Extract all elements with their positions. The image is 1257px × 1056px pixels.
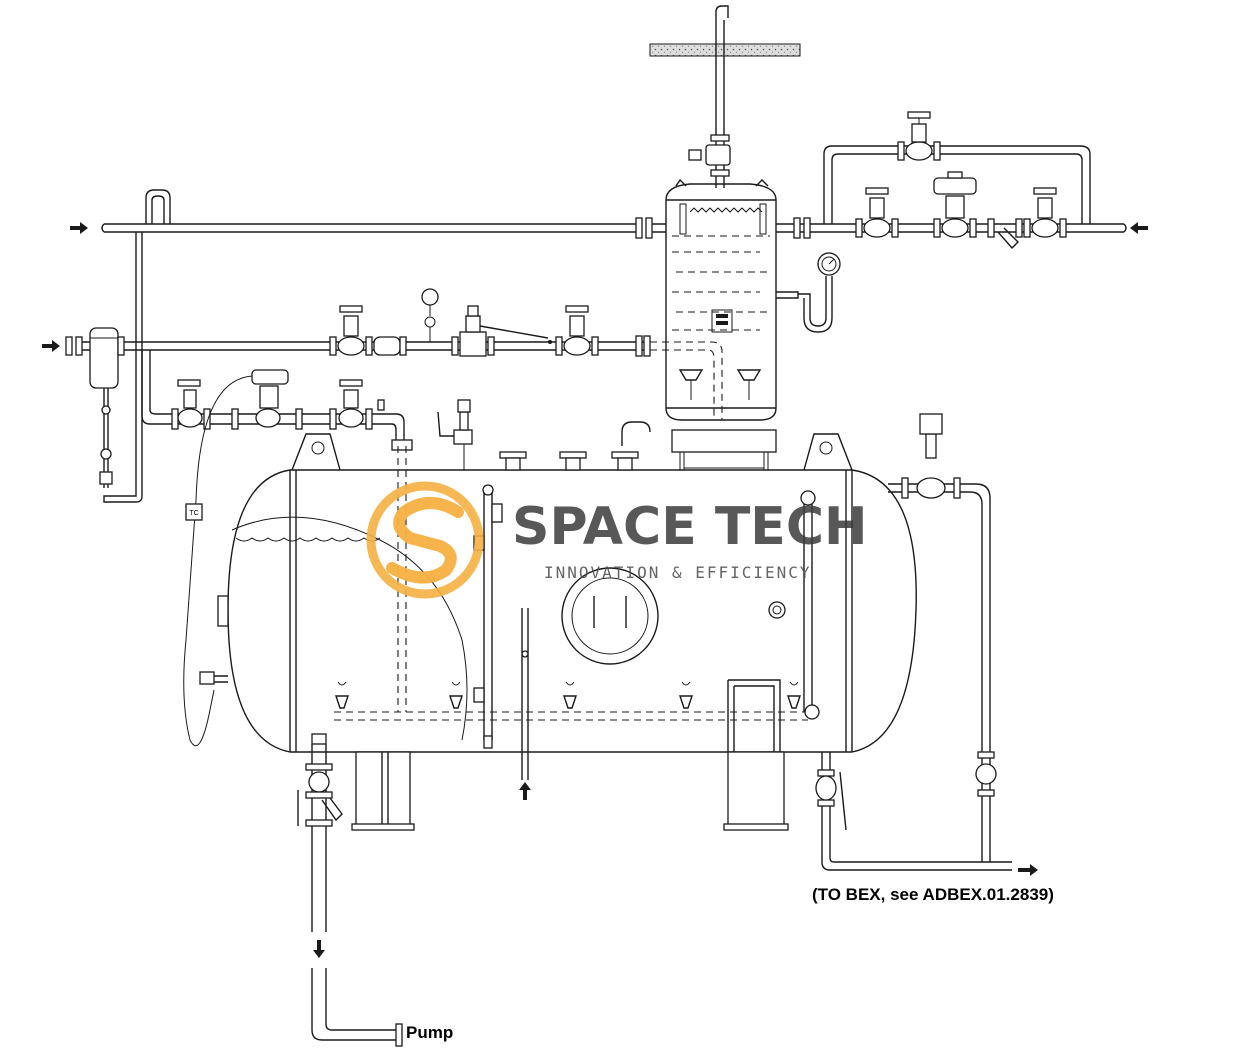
pressure-gauge-head	[776, 252, 841, 333]
deaerator-head	[650, 178, 777, 470]
arrow-down-pump	[313, 940, 325, 958]
space-tech-logo	[366, 481, 484, 599]
tank-supports	[351, 751, 789, 831]
bottom-right-drain	[815, 752, 1012, 871]
storage-tank	[199, 399, 917, 780]
right-overflow-line	[888, 413, 997, 862]
condensate-line	[141, 350, 413, 747]
top-steam-line	[101, 189, 666, 503]
right-steam-manifold	[776, 111, 1127, 250]
arrow-left-top	[70, 222, 88, 234]
watermark-title: SPACE TECH	[512, 497, 868, 557]
watermark-subtitle: INNOVATION & EFFICIENCY	[544, 563, 812, 582]
to-bex-label: (TO BEX, see ADBEX.01.2839)	[812, 885, 1054, 904]
arrow-right-inlet	[1130, 222, 1148, 234]
temperature-controller: TC	[185, 503, 203, 521]
middle-makeup-line	[65, 288, 651, 488]
arrow-up-inside	[519, 782, 531, 800]
arrow-left-middle	[42, 340, 60, 352]
pump-suction-line	[297, 733, 403, 1047]
pump-label: Pump	[406, 1023, 453, 1042]
arrow-right-bex	[1018, 864, 1038, 876]
tc-label: TC	[189, 510, 198, 517]
vent-pipe	[688, 5, 731, 188]
sparger-nozzles	[335, 681, 801, 709]
roof-slab	[649, 43, 801, 57]
